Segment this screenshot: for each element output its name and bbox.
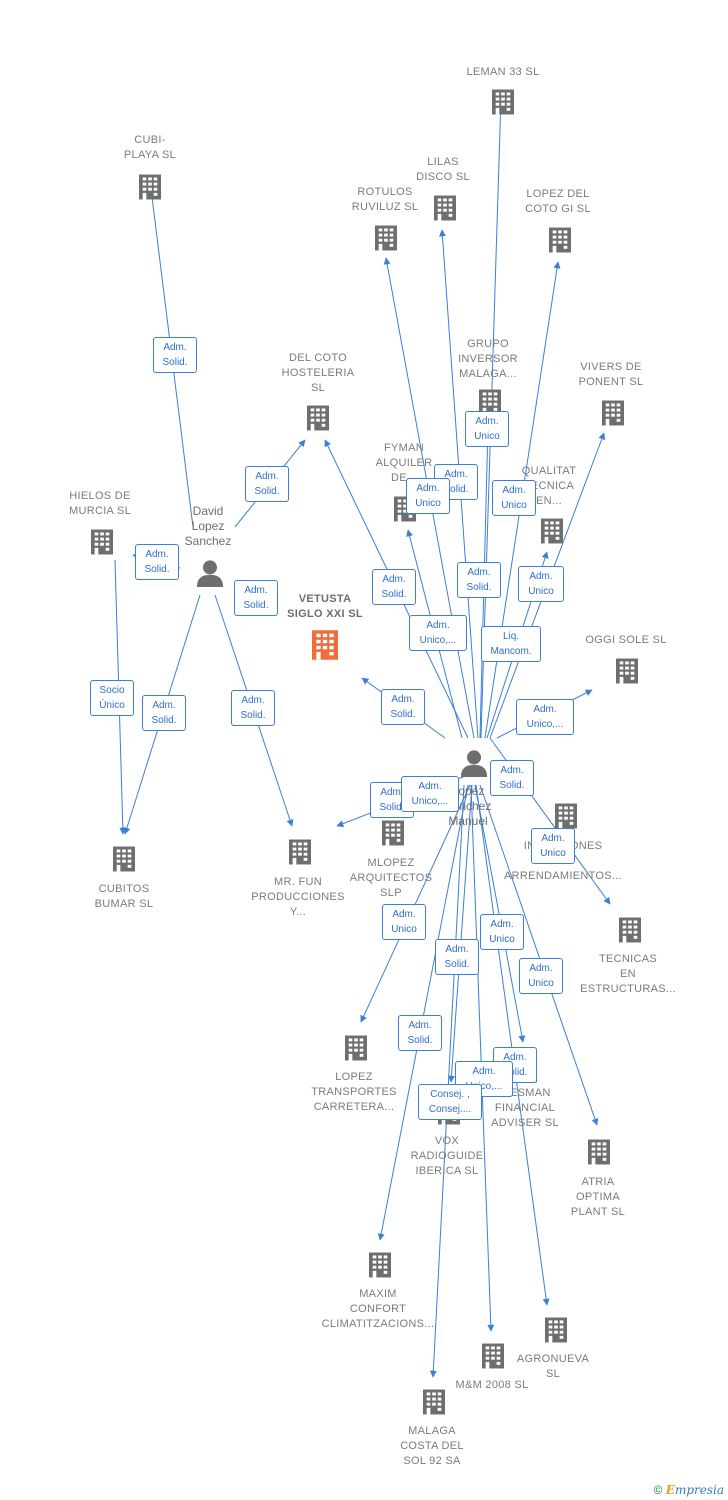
building-icon[interactable] [555,803,577,829]
role-david-mrfun[interactable]: Adm. Solid. [231,690,275,726]
edge-20 [474,784,526,1043]
company-grupo[interactable]: GRUPO INVERSOR MALAGA... [458,338,518,380]
company-atria[interactable]: ATRIA OPTIMA PLANT SL [570,1176,626,1218]
building-icon[interactable] [345,1035,367,1061]
building-icon[interactable] [423,1389,445,1415]
company-agronueva[interactable]: AGRONUEVA SL [516,1353,590,1380]
company-lopeztrans[interactable]: LOPEZ TRANSPORTES CARRETERA... [311,1071,397,1113]
building-icon[interactable] [113,846,135,872]
role-m-inversiones[interactable]: Adm. Solid. [490,760,534,796]
company-vox[interactable]: VOX RADIOGUIDE IBERICA SL [410,1135,484,1177]
building-icon[interactable] [289,839,311,865]
building-icon[interactable] [139,174,161,200]
company-malaga[interactable]: MALAGA COSTA DEL SOL 92 SA [400,1425,464,1467]
edge-24 [470,784,495,1332]
empresia-footer[interactable]: © Empresia [654,1483,724,1497]
building-icon[interactable] [616,658,638,684]
company-cubitos[interactable]: CUBITOS BUMAR SL [94,883,154,910]
role-m-maxim[interactable]: Adm. Solid. [398,1015,442,1051]
role-m-tecnicas[interactable]: Adm. Unico [531,828,575,864]
person-icon[interactable] [196,560,224,587]
copyright-symbol: © [653,1483,663,1497]
company-delcoto[interactable]: DEL COTO HOSTELERIA SL [281,352,355,394]
company-mlopez[interactable]: MLOPEZ ARQUITECTOS SLP [349,857,433,899]
company-mm2008[interactable]: M&M 2008 SL [455,1379,529,1391]
building-icon[interactable] [375,225,397,251]
role-m-delcoto[interactable]: Adm. Solid. [372,569,416,605]
role-m-rotulos[interactable]: Adm. Unico [406,478,450,514]
building-icon[interactable] [619,917,641,943]
role-david-delcoto[interactable]: Adm. Solid. [245,466,289,502]
role-m-vox[interactable]: Adm. Unico,... [455,1061,513,1097]
role-m-mm2008[interactable]: Adm. Solid. [435,939,479,975]
company-tecnicas[interactable]: TECNICAS EN ESTRUCTURAS... [580,953,676,995]
focus-company-vetusta[interactable]: VETUSTA SIGLO XXI SL [287,593,363,620]
role-david-vetusta[interactable]: Adm. Solid. [234,580,278,616]
brand-logo-text: mpresia [674,1483,724,1497]
company-lopezcoto[interactable]: LOPEZ DEL COTO GI SL [525,188,591,215]
brand-logo-e: E [665,1483,675,1497]
company-rotulos[interactable]: ROTULOS RUVILUZ SL [351,186,419,213]
role-m-wesman[interactable]: Adm. Unico [480,914,524,950]
role-m-lopeztrans[interactable]: Adm. Unico [382,904,426,940]
building-icon[interactable] [369,1252,391,1278]
edge-25 [377,784,469,1241]
role-david-cubitos[interactable]: Adm. Solid. [142,695,186,731]
role-m-atria[interactable]: Adm. Unico [519,958,563,994]
role-m-vetusta[interactable]: Adm. Solid. [381,689,425,725]
role-m-oggi[interactable]: Adm. Unico,... [516,699,574,735]
company-qualitat[interactable]: QUALITAT TECNICA EN... [521,465,577,507]
edge-19 [360,784,471,1023]
building-icon[interactable] [545,1317,567,1343]
role-m-fyman[interactable]: Adm. Unico,... [409,615,467,651]
company-leman[interactable]: LEMAN 33 SL [466,66,540,78]
building-icon[interactable] [91,529,113,555]
person-david[interactable]: David Lopez Sanchez [184,504,232,548]
building-icon[interactable] [382,820,404,846]
edge-23 [475,784,550,1306]
company-mrfun[interactable]: MR. FUN PRODUCCIONES Y... [251,876,345,918]
role-m-mlopez[interactable]: Adm. Unico,... [401,776,459,812]
edge-21 [447,784,473,1083]
building-icon[interactable] [492,89,514,115]
edge-26 [429,784,465,1378]
company-hielos[interactable]: HIELOS DE MURCIA SL [69,490,131,517]
person-icon[interactable] [460,750,488,777]
role-m-vivers[interactable]: Liq. Mancom. [481,626,541,662]
role-m-qualitat[interactable]: Adm. Unico [518,566,564,602]
building-icon[interactable] [588,1139,610,1165]
building-icon[interactable] [549,227,571,253]
focus-building-icon[interactable] [312,630,338,660]
role-david-hielos[interactable]: Adm. Solid. [135,544,179,580]
building-icon[interactable] [602,400,624,426]
company-vivers[interactable]: VIVERS DE PONENT SL [578,361,644,388]
role-hielos-cubitos[interactable]: Socio Único [90,680,134,716]
building-icon[interactable] [541,518,563,544]
building-icon[interactable] [307,405,329,431]
company-lilas[interactable]: LILAS DISCO SL [416,156,470,183]
role-david-cubi[interactable]: Adm. Solid. [153,337,197,373]
edge-22 [479,784,599,1126]
company-cubi[interactable]: CUBI- PLAYA SL [123,134,177,161]
role-m-lopezcoto[interactable]: Adm. Unico [492,480,536,516]
company-maxim[interactable]: MAXIM CONFORT CLIMATITZACIONS... [321,1288,435,1330]
role-m-grupo[interactable]: Adm. Unico [465,411,509,447]
role-m-malaga[interactable]: Consej. , Consej.... [418,1084,482,1120]
company-oggi[interactable]: OGGI SOLE SL [585,634,667,646]
role-m-leman[interactable]: Adm. Solid. [457,562,501,598]
